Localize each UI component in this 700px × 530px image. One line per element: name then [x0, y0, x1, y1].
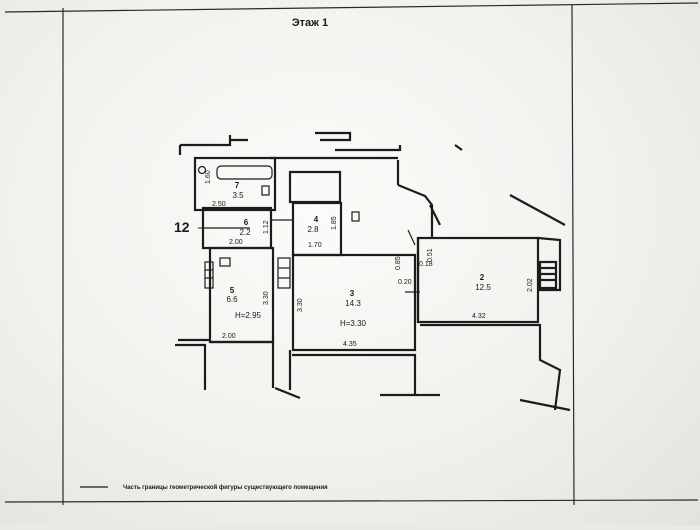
room-5-height: H=2.95: [235, 311, 262, 320]
room-5-number: 5: [230, 286, 235, 295]
dim-label: 3.30: [263, 291, 270, 305]
dim-label: 1.85: [331, 216, 338, 230]
room-6-area: 2.2: [239, 228, 251, 237]
room-4-number: 4: [314, 215, 319, 224]
dim-label: 0.18: [419, 261, 433, 268]
dim-label: 4.35: [343, 341, 357, 348]
room-3-number: 3: [350, 289, 355, 298]
dimension-labels: 1.60 2.50 2.00 1.12 1.70 1.85 3.30 2.00 …: [205, 170, 534, 348]
dim-label: 0.51: [427, 248, 434, 262]
dim-label: 1.60: [205, 170, 212, 184]
dim-label: 0.85: [395, 256, 402, 270]
dim-label: 2.00: [229, 239, 243, 246]
room-6-number: 6: [244, 218, 249, 227]
dim-label: 2.50: [212, 201, 226, 208]
floor-title: Этаж 1: [292, 17, 328, 29]
room-12-callout: 12: [174, 219, 190, 235]
dim-label: 2.00: [222, 333, 236, 340]
dim-label: 3.30: [297, 298, 304, 312]
room-7-area: 3.5: [232, 191, 244, 200]
walls: [175, 131, 571, 412]
dim-label: 2.02: [527, 278, 534, 292]
room-5-area: 6.6: [226, 295, 238, 304]
dim-label: 1.12: [263, 220, 270, 234]
room-7-number: 7: [235, 181, 240, 190]
room-4-area: 2.8: [307, 225, 319, 234]
room-2-area: 12.5: [475, 283, 491, 292]
sheet-frame: [4, 2, 699, 506]
room-2-number: 2: [480, 273, 485, 282]
dim-label: 4.32: [472, 313, 486, 320]
room-labels: 7 3.5 6 2.2 4 2.8 5 6.6 H=2.95 3 14.3 H=…: [226, 181, 491, 328]
room-3-height: H=3.30: [340, 319, 367, 328]
dim-label: 0.20: [398, 279, 412, 286]
dim-label: 1.70: [308, 242, 322, 249]
room-3-area: 14.3: [345, 299, 361, 308]
legend-text: Часть границы геометрической фигуры суще…: [123, 484, 328, 491]
